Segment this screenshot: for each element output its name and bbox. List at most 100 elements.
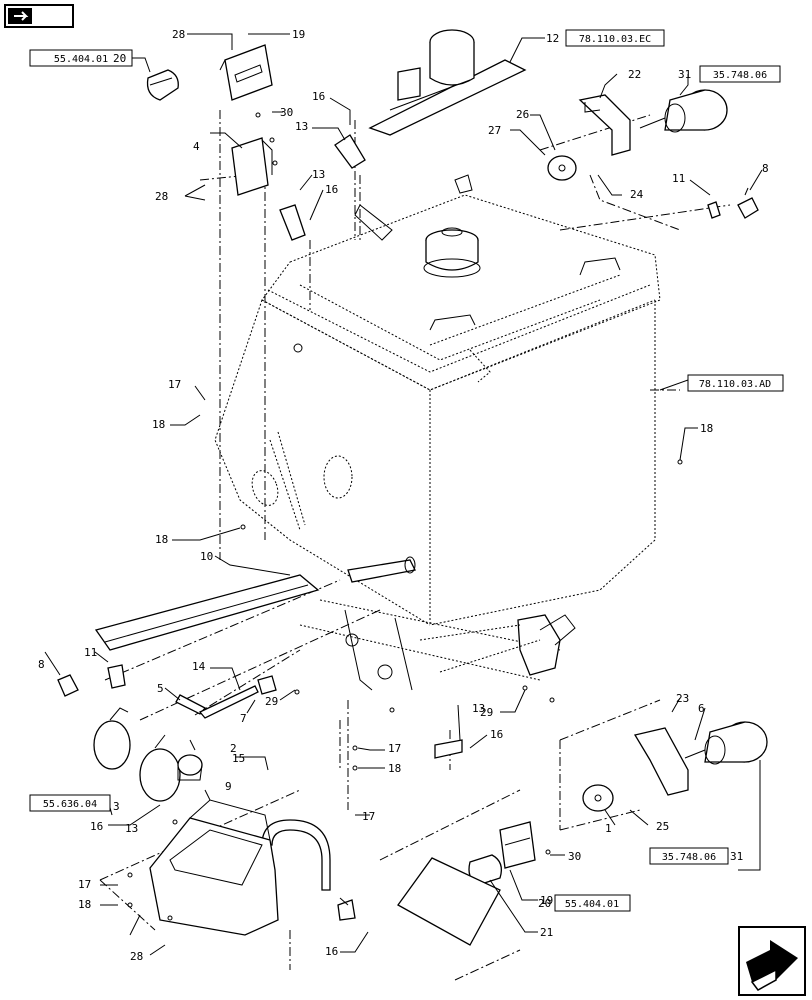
- clip-11-top: [707, 201, 721, 219]
- callout-14: 14: [192, 660, 206, 673]
- callout-26: 26: [516, 108, 529, 121]
- ref-text-7: 55.404.01: [565, 899, 619, 910]
- callout-28-mid: 28: [155, 190, 168, 203]
- callout-17-b: 17: [388, 742, 401, 755]
- callout-16-a: 16: [312, 90, 325, 103]
- callout-31-low: 31: [730, 850, 743, 863]
- callout-13-b: 13: [312, 168, 325, 181]
- hardware: [127, 112, 683, 921]
- fitting-8-top: [737, 187, 759, 219]
- callout-10: 10: [200, 550, 213, 563]
- callout-24: 24: [630, 188, 644, 201]
- callout-28-top: 28: [172, 28, 185, 41]
- bracket-19-low: [499, 821, 536, 869]
- callout-3: 3: [113, 800, 120, 813]
- callout-16-c: 16: [490, 728, 503, 741]
- shutter-mechanism: [299, 556, 576, 691]
- bushing-7: [257, 675, 277, 695]
- ref-box-2[interactable]: [565, 29, 665, 47]
- covers-3: [93, 707, 181, 802]
- callout-30-top: 30: [280, 106, 293, 119]
- callout-21: 21: [540, 926, 553, 939]
- callout-22: 22: [628, 68, 641, 81]
- callout-leaders: [44, 33, 763, 956]
- ref-box-1[interactable]: [29, 49, 133, 67]
- ref-text-4: 78.110.03.AD: [699, 379, 771, 390]
- callout-9: 9: [225, 780, 232, 793]
- callout-17-c: 17: [362, 810, 375, 823]
- callout-17-a: 17: [168, 378, 181, 391]
- callout-19-top: 19: [292, 28, 305, 41]
- callout-2: 2: [230, 742, 237, 755]
- rod-14: [198, 685, 259, 719]
- callout-12: 12: [546, 32, 559, 45]
- motor-31-top: [639, 89, 728, 133]
- ref-box-7[interactable]: [554, 894, 631, 912]
- callout-labels: 1 2 3 4 5 6 7 8 8 9 10 11 11 12 13 13 13…: [38, 28, 769, 963]
- callout-18-b: 18: [700, 422, 713, 435]
- callout-4: 4: [193, 140, 200, 153]
- ref-box-6[interactable]: [649, 847, 729, 865]
- motor-31-low: [684, 721, 768, 765]
- ref-text-6: 35.748.06: [662, 852, 716, 863]
- ref-text-3: 35.748.06: [713, 70, 767, 81]
- bracket-22: [578, 94, 631, 156]
- next-page-button[interactable]: [738, 926, 806, 996]
- callout-18-a: 18: [152, 418, 165, 431]
- callout-20-low: 20: [538, 897, 551, 910]
- callout-13-c: 13: [472, 702, 485, 715]
- callout-18-e: 18: [78, 898, 91, 911]
- cover-9: [149, 799, 279, 936]
- callout-6: 6: [698, 702, 705, 715]
- callout-23: 23: [676, 692, 689, 705]
- motor-assembly-12: [368, 29, 527, 136]
- callout-18-c: 18: [155, 533, 168, 546]
- callout-11-low: 11: [84, 646, 97, 659]
- knob-2: [177, 754, 203, 781]
- callout-7: 7: [240, 712, 247, 725]
- ref-text-1: 55.404.01: [54, 54, 108, 65]
- ref-box-5[interactable]: [29, 794, 111, 812]
- handle-15: [261, 819, 331, 891]
- callout-27: 27: [488, 124, 501, 137]
- callout-31-top: 31: [678, 68, 691, 81]
- fitting-8-low: [57, 674, 79, 697]
- bracket-4: [231, 137, 273, 196]
- hook-13-b: [279, 204, 306, 241]
- ref-text-2: 78.110.03.EC: [579, 34, 651, 45]
- ref-box-4[interactable]: [687, 374, 784, 392]
- bracket-23: [633, 727, 689, 796]
- callout-8-low: 8: [38, 658, 45, 671]
- callout-8-top: 8: [762, 162, 769, 175]
- callout-17-d: 17: [78, 878, 91, 891]
- cap-20-low: [468, 854, 503, 886]
- disc-1: [582, 784, 614, 812]
- callout-25: 25: [656, 820, 669, 833]
- callout-19-low: 19: [540, 894, 553, 907]
- callout-16-d: 16: [90, 820, 103, 833]
- callout-5: 5: [157, 682, 164, 695]
- disc-26: [547, 155, 577, 181]
- book-arrow-icon: [8, 8, 70, 24]
- plate-10: [94, 574, 320, 651]
- callout-1: 1: [605, 822, 612, 835]
- callout-30-low: 30: [568, 850, 581, 863]
- callout-29-a: 29: [265, 695, 278, 708]
- callout-28-low: 28: [130, 950, 143, 963]
- hopper-tank: [214, 174, 661, 626]
- callout-13-d: 13: [125, 822, 138, 835]
- next-arrow-icon: [746, 940, 798, 991]
- bracket-19: [219, 44, 273, 101]
- callout-16-e: 16: [325, 945, 338, 958]
- plate-21: [397, 857, 501, 946]
- back-to-index-button[interactable]: [4, 4, 74, 28]
- callout-20-top: 20: [113, 52, 126, 65]
- callout-29-b: 29: [480, 706, 493, 719]
- callout-16-b: 16: [325, 183, 338, 196]
- ref-box-3[interactable]: [699, 65, 781, 83]
- hook-13-d: [337, 899, 356, 921]
- callout-15: 15: [232, 752, 245, 765]
- clip-11-low: [107, 664, 126, 689]
- cap-20: [146, 69, 179, 101]
